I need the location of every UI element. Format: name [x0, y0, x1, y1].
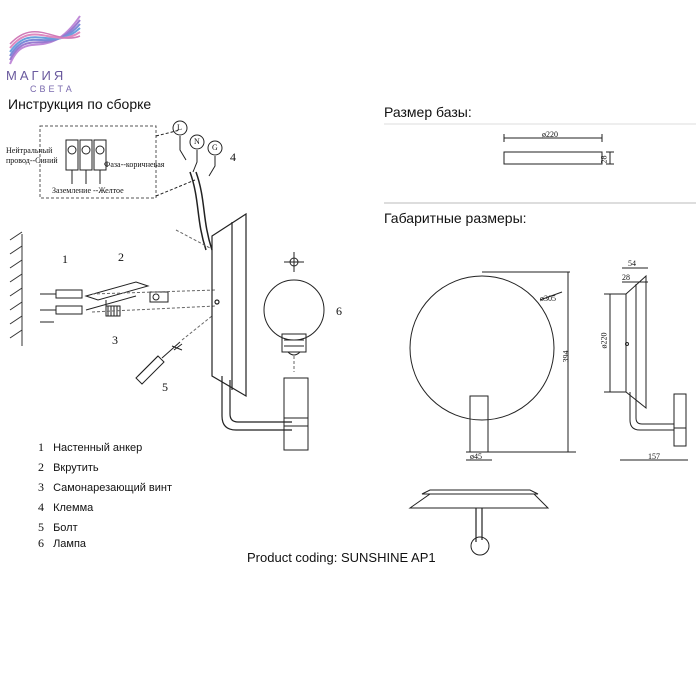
mounting-bracket	[84, 281, 150, 301]
terminal-n-label: N	[194, 137, 200, 146]
bottom-view-drawing	[408, 489, 550, 556]
legend-item: 1 Настенный анкер	[38, 440, 143, 454]
neutral-wire-label: Нейтральный провод--Синий	[6, 146, 58, 165]
total-height-label: 394	[561, 350, 571, 363]
brand-logo: МАГИЯ СВЕТА	[6, 6, 84, 96]
legend-item: 2 Вкрутить	[38, 460, 99, 474]
holder-front-view	[469, 395, 489, 453]
legend-item: 6 Лампа	[38, 536, 87, 550]
wall-hatch	[9, 231, 23, 346]
callout-6: 6	[336, 304, 342, 318]
legend-item: 5 Болт	[38, 520, 78, 534]
parts-legend: 1 Настенный анкер 2 Вкрутить 3 Самонарез…	[38, 440, 238, 552]
side-plate-label: 28	[622, 273, 630, 282]
lamp-holder	[283, 377, 309, 451]
bracket-screw-icon	[149, 291, 169, 303]
base-diameter-label: ø220	[542, 130, 558, 139]
bulb-icon	[263, 252, 325, 372]
terminal-n-icon	[189, 134, 205, 150]
callout-1: 1	[62, 252, 68, 266]
screwdriver-icon	[135, 341, 183, 385]
brand-name: МАГИЯ	[6, 68, 67, 83]
callout-4: 4	[230, 150, 236, 164]
base-height-label: 28	[599, 155, 609, 164]
terminal-g-label: G	[212, 143, 218, 152]
holder-diameter-label: ø45	[470, 452, 482, 461]
side-height-label: ø220	[599, 332, 609, 349]
product-coding: Product coding: SUNSHINE AP1	[247, 550, 436, 565]
brand-sub: СВЕТА	[30, 84, 75, 94]
base-size-heading: Размер базы:	[384, 104, 472, 120]
assembly-heading: Инструкция по сборке	[8, 96, 152, 112]
wall-plate	[211, 212, 247, 398]
terminal-block-icon	[65, 139, 107, 184]
side-depth-label: 157	[648, 452, 660, 461]
overall-size-heading: Габаритные размеры:	[384, 210, 527, 226]
callout-2: 2	[118, 250, 124, 264]
ground-wire-label: Заземление --Желтое	[52, 186, 124, 195]
phase-wire-label: Фаза--коричневая	[104, 160, 165, 169]
disc-diameter-label: ø305	[540, 294, 556, 303]
base-drawing	[503, 151, 603, 165]
legend-item: 3 Самонарезающий винт	[38, 480, 173, 494]
side-depth-top-label: 54	[628, 259, 636, 268]
terminal-g-icon	[207, 140, 223, 156]
legend-item: 4 Клемма	[38, 500, 94, 514]
callout-5: 5	[162, 380, 168, 394]
terminal-l-label: L	[177, 123, 182, 132]
logo-waves-icon	[9, 15, 81, 65]
wiring-diagram-box	[39, 125, 157, 199]
wall-anchor-icon	[40, 289, 83, 323]
disc-front-view	[409, 275, 555, 421]
callout-3: 3	[112, 333, 118, 347]
side-view-drawing	[604, 267, 688, 461]
terminal-l-icon	[172, 120, 188, 136]
lamp-arm	[221, 376, 292, 431]
